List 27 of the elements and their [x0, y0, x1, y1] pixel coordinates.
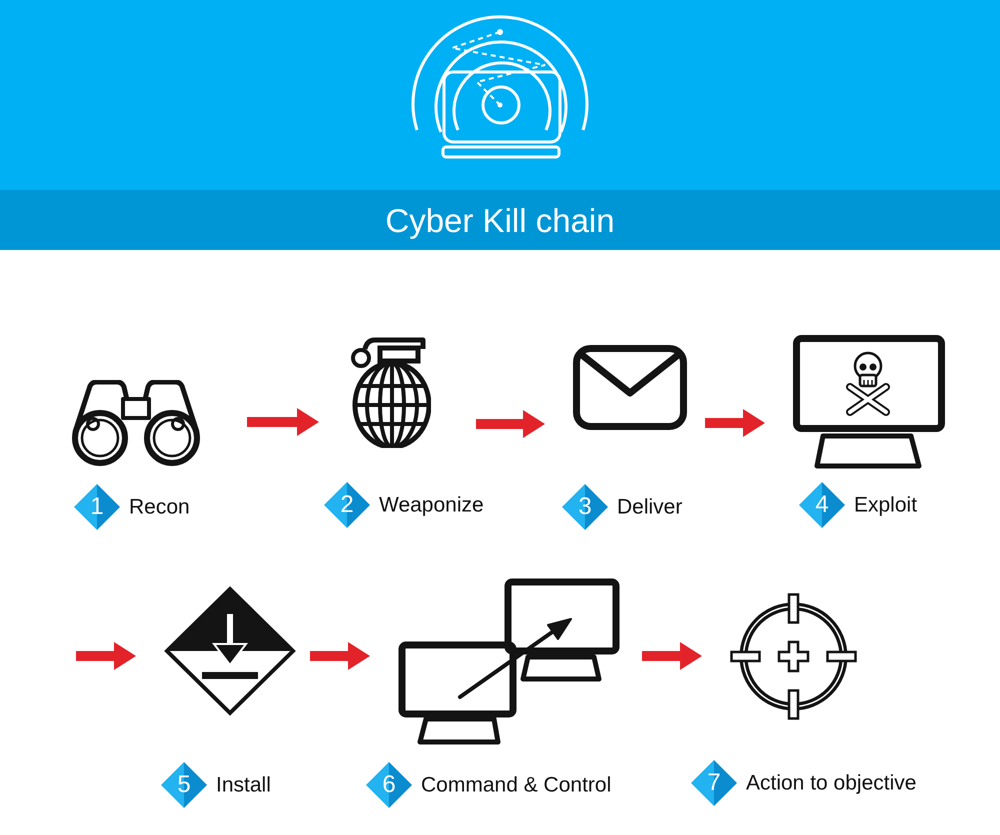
- binoculars-icon: [70, 380, 202, 466]
- envelope-icon: [573, 345, 687, 430]
- step-number: 5: [177, 773, 191, 797]
- crosshair-icon: [730, 593, 857, 720]
- step-label: Recon: [129, 496, 190, 518]
- step-number: 7: [707, 771, 721, 795]
- two-monitors-icon: [398, 578, 620, 746]
- step-label: Exploit: [854, 494, 918, 516]
- step-label: Deliver: [617, 496, 682, 518]
- skull-monitor-icon: [793, 335, 945, 470]
- step-label: Command & Control: [421, 774, 612, 796]
- download-diamond-icon: [164, 586, 296, 716]
- arrow: [310, 642, 370, 670]
- step-label: Action to objective: [746, 772, 916, 794]
- arrow: [705, 409, 765, 437]
- arrow: [247, 408, 319, 436]
- step-number: 4: [815, 493, 829, 517]
- step-number: 3: [578, 495, 592, 519]
- step-number: 6: [382, 773, 396, 797]
- arrow: [76, 642, 136, 670]
- arrow: [476, 410, 545, 438]
- diagram-title: Cyber Kill chain: [385, 204, 615, 236]
- arrow: [642, 642, 702, 670]
- step-number: 2: [340, 493, 354, 517]
- step-label: Weaponize: [379, 494, 484, 516]
- step-number: 1: [90, 495, 104, 519]
- step-label: Install: [216, 774, 271, 796]
